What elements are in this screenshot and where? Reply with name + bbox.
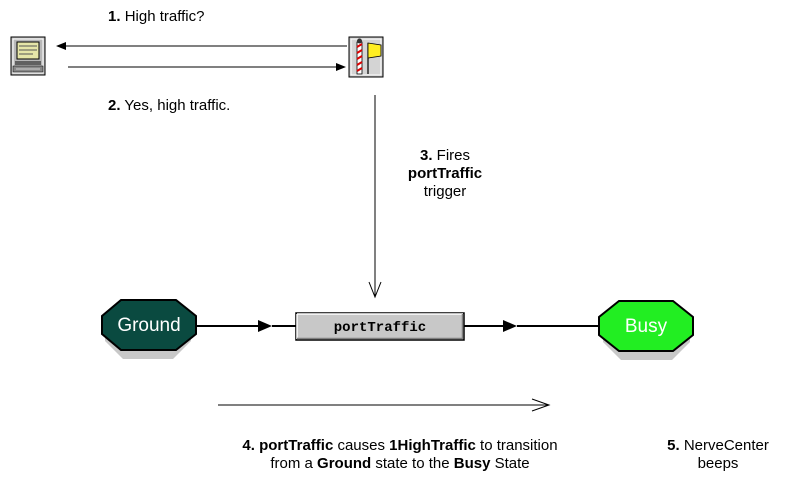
step-4-text-state-to: state to the bbox=[375, 455, 450, 472]
port-traffic-trigger-box: portTraffic bbox=[295, 312, 465, 341]
step-4-text-transition: to transition bbox=[480, 437, 558, 454]
trigger-box-label: portTraffic bbox=[334, 320, 426, 336]
step-3-text: Fires bbox=[436, 147, 471, 164]
step-4-from-state: Ground bbox=[317, 455, 372, 472]
step-2-label: 2. Yes, high traffic. bbox=[108, 97, 230, 115]
timeline-arrow bbox=[218, 398, 551, 412]
step-1-number: 1. bbox=[108, 8, 121, 25]
step-5-tail: beeps bbox=[697, 455, 739, 472]
step-4-node-name: 1HighTraffic bbox=[389, 437, 476, 454]
step-3-tail: trigger bbox=[423, 183, 467, 200]
step-4-text-from: from a bbox=[270, 455, 313, 472]
step-2-number: 2. bbox=[108, 97, 121, 114]
nervecenter-flag-icon bbox=[348, 36, 384, 78]
step-5-number: 5. bbox=[667, 437, 680, 454]
request-arrow bbox=[56, 42, 347, 50]
fire-trigger-arrow bbox=[368, 95, 382, 299]
step-4-trigger-name: portTraffic bbox=[259, 437, 334, 454]
step-3-number: 3. bbox=[419, 147, 433, 164]
computer-icon bbox=[10, 36, 46, 76]
busy-state-node: Busy bbox=[598, 300, 694, 360]
step-4-number: 4. bbox=[242, 437, 255, 454]
trigger-to-busy-arrow bbox=[464, 320, 600, 332]
step-1-text: High traffic? bbox=[124, 8, 205, 25]
step-5-label: 5. NerveCenter beeps bbox=[648, 437, 788, 473]
ground-to-trigger-arrow bbox=[196, 320, 296, 332]
step-3-trigger-name: portTraffic bbox=[407, 165, 483, 182]
step-4-label: 4. portTraffic causes 1HighTraffic to tr… bbox=[170, 437, 630, 473]
step-5-text: NerveCenter bbox=[683, 437, 769, 454]
step-4-to-state: Busy bbox=[453, 455, 491, 472]
step-1-label: 1. High traffic? bbox=[108, 8, 204, 26]
step-3-label: 3. Fires portTraffic trigger bbox=[390, 147, 500, 201]
step-4-text-state: State bbox=[494, 455, 530, 472]
response-arrow bbox=[68, 63, 346, 71]
ground-state-label: Ground bbox=[117, 315, 180, 336]
step-4-text-causes: causes bbox=[337, 437, 385, 454]
ground-state-node: Ground bbox=[101, 299, 197, 359]
step-2-text: Yes, high traffic. bbox=[124, 97, 231, 114]
busy-state-label: Busy bbox=[625, 316, 668, 337]
